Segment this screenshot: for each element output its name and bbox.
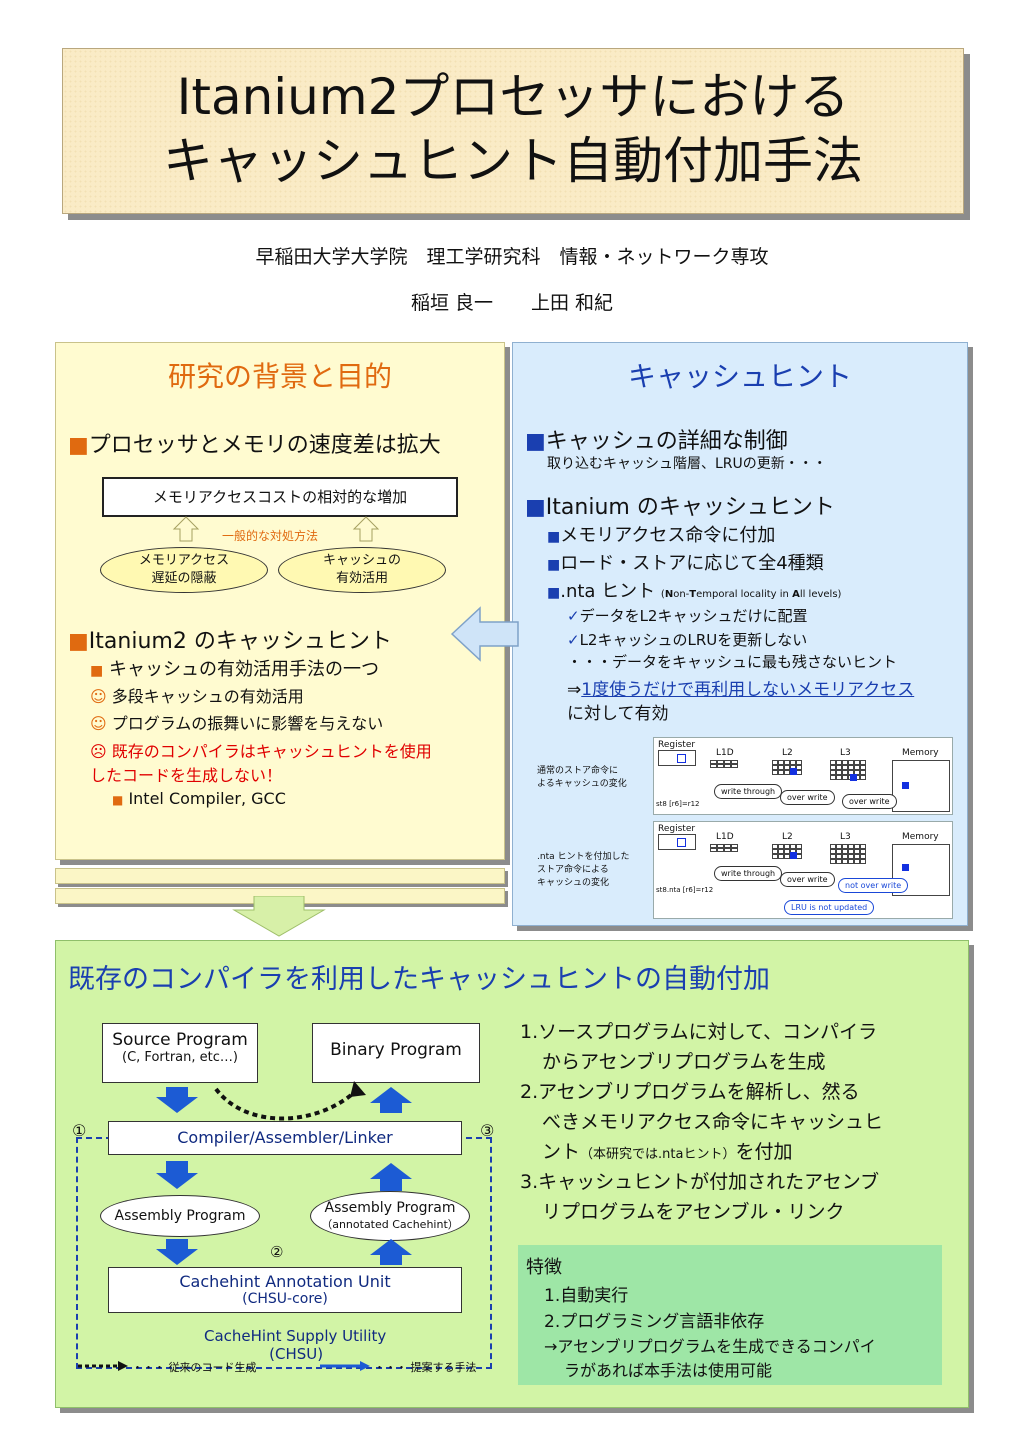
marker-3: ③: [480, 1121, 495, 1140]
legend-dotted-arrow-icon: [78, 1361, 128, 1371]
cachehint-heading: キャッシュヒント: [627, 360, 852, 393]
title-banner: Itanium2プロセッサにおける キャッシュヒント自動付加手法: [62, 48, 964, 214]
step-3: 3.キャッシュヒントが付加されたアセンブリプログラムをアセンブル・リンク: [520, 1171, 880, 1223]
marker-1: ①: [72, 1121, 87, 1140]
step-1: 1.ソースプログラムに対して、コンパイラからアセンブリプログラムを生成: [520, 1021, 878, 1073]
legend-solid-arrow-icon: [320, 1361, 370, 1371]
source-program-doc: Source Program (C, Fortran, etc…): [102, 1023, 258, 1083]
auto-heading: 既存のコンパイラを利用したキャッシュヒントの自動付加: [68, 964, 770, 995]
supply-utility-label: CacheHint Supply Utility (CHSU): [204, 1327, 387, 1363]
single-use-access: 1度使うだけで再利用しないメモリアクセス: [581, 680, 915, 700]
smile-icon: ☺: [90, 714, 107, 733]
features-box: 特徴 1.自動実行 2.プログラミング言語非依存 →アセンブリプログラムを生成で…: [518, 1245, 942, 1385]
fig-normal-store: Register L1D L2 L3 Memory write through …: [653, 737, 953, 815]
background-heading: 研究の背景と目的: [167, 360, 392, 393]
check-icon: ✓: [567, 631, 580, 649]
effective-for-tail: に対して有効: [567, 704, 669, 724]
title-line1: Itanium2プロセッサにおける: [176, 68, 850, 126]
effective-for: ⇒1度使うだけで再利用しないメモリアクセス: [567, 680, 915, 700]
feature-auto: 1.自動実行: [544, 1286, 629, 1306]
annotation-unit-box: Cachehint Annotation Unit (CHSU-core): [108, 1267, 462, 1313]
nta-note: (Non-Temporal locality in All levels): [660, 589, 842, 600]
feature-note1: →アセンブリプログラムを生成できるコンパイ: [544, 1337, 876, 1356]
smile-no-side-effect: ☺ プログラムの振舞いに影響を与えない: [90, 714, 384, 733]
cachehint-panel: キャッシュヒント ■キャッシュの詳細な制御 取り込むキャッシュ階層、LRUの更新…: [512, 342, 968, 926]
compiler-list: ■ Intel Compiler, GCC: [112, 789, 286, 808]
binary-program-doc: Binary Program: [312, 1023, 480, 1083]
affiliation: 早稲田大学大学院 理工学研究科 情報・ネットワーク専攻: [255, 246, 769, 268]
fig2-caption: .nta ヒントを付加したストア命令によるキャッシュの変化: [537, 852, 630, 888]
flow-arrows-top-icon: [156, 1081, 412, 1121]
up-arrows-icon: [172, 516, 380, 542]
annotated-assembly-oval: Assembly Program（annotated Cachehint）: [310, 1191, 470, 1241]
authors: 稲垣 良一 上田 和紀: [410, 292, 614, 314]
down-arrow-icon: [232, 896, 326, 937]
bullet-speed-gap: ■プロセッサとメモリの速度差は拡大: [68, 433, 441, 458]
sub-memory-instr: ■メモリアクセス命令に付加: [547, 525, 776, 546]
pill-cache-utilization: キャッシュの有効活用: [278, 547, 446, 593]
feature-language: 2.プログラミング言語非依存: [544, 1312, 765, 1332]
fig-nta-store: Register L1D L2 L3 Memory write through …: [653, 821, 953, 919]
check-l2-only: ✓データをL2キャッシュだけに配置: [567, 607, 808, 625]
left-arrow-icon: [450, 606, 519, 662]
detailed-control-sub: 取り込むキャッシュ階層、LRUの更新・・・: [547, 456, 827, 472]
assembly-program-oval: Assembly Program: [100, 1195, 260, 1237]
title-line2: キャッシュヒント自動付加手法: [163, 132, 863, 190]
stripe-1: [55, 868, 505, 884]
auto-panel: 既存のコンパイラを利用したキャッシュヒントの自動付加 Source Progra…: [55, 940, 969, 1408]
least-retention-note: ・・・データをキャッシュに最も残さないヒント: [567, 653, 898, 671]
feature-note2: ラがあれば本手法は使用可能: [564, 1361, 773, 1380]
fig1-caption: 通常のストア命令によるキャッシュの変化: [537, 766, 627, 789]
step-2: 2.アセンブリプログラムを解析し、然るべきメモリアクセス命令にキャッシュヒ ント…: [520, 1081, 884, 1163]
sub-four-kinds: ■ロード・ストアに応じて全4種類: [547, 553, 824, 574]
bullet-detailed-control: ■キャッシュの詳細な制御: [525, 429, 788, 454]
sub-nta-hint: ■.nta ヒント (Non-Temporal locality in All …: [547, 581, 842, 602]
smile-multilevel: ☺ 多段キャッシュの有効活用: [90, 687, 304, 706]
features-title: 特徴: [526, 1257, 562, 1278]
legend-new: ・・・ 提案する手法: [374, 1361, 477, 1374]
smile-icon: ☺: [90, 687, 107, 706]
legend-old: ・・・ 従来のコード生成: [132, 1361, 257, 1374]
sub-cache-method: ■ キャッシュの有効活用手法の一つ: [90, 659, 379, 680]
check-no-lru: ✓L2キャッシュのLRUを更新しない: [567, 631, 808, 649]
frown-no-compiler-support: ☹ 既存のコンパイラはキャッシュヒントを使用: [90, 742, 432, 761]
frown-line2: したコードを生成しない！: [90, 766, 283, 785]
marker-2: ②: [270, 1243, 284, 1261]
pill-latency-hiding: メモリアクセス遅延の隠蔽: [100, 547, 268, 593]
frown-icon: ☹: [90, 742, 107, 761]
compiler-box: Compiler/Assembler/Linker: [108, 1121, 462, 1155]
bullet-icon: ■: [68, 433, 89, 458]
flow-arrows-low-icon: [156, 1239, 412, 1265]
cost-box: メモリアクセスコストの相対的な増加: [102, 477, 458, 517]
check-icon: ✓: [567, 607, 580, 625]
background-panel: 研究の背景と目的 ■プロセッサとメモリの速度差は拡大 メモリアクセスコストの相対…: [55, 342, 505, 860]
bullet-itanium2-hint: ■Itanium2 のキャッシュヒント: [68, 629, 392, 654]
bullet-itanium-hint: ■Itanium のキャッシュヒント: [525, 495, 835, 520]
flow-arrows-mid-icon: [156, 1161, 412, 1191]
general-method-label: 一般的な対処方法: [222, 529, 319, 543]
